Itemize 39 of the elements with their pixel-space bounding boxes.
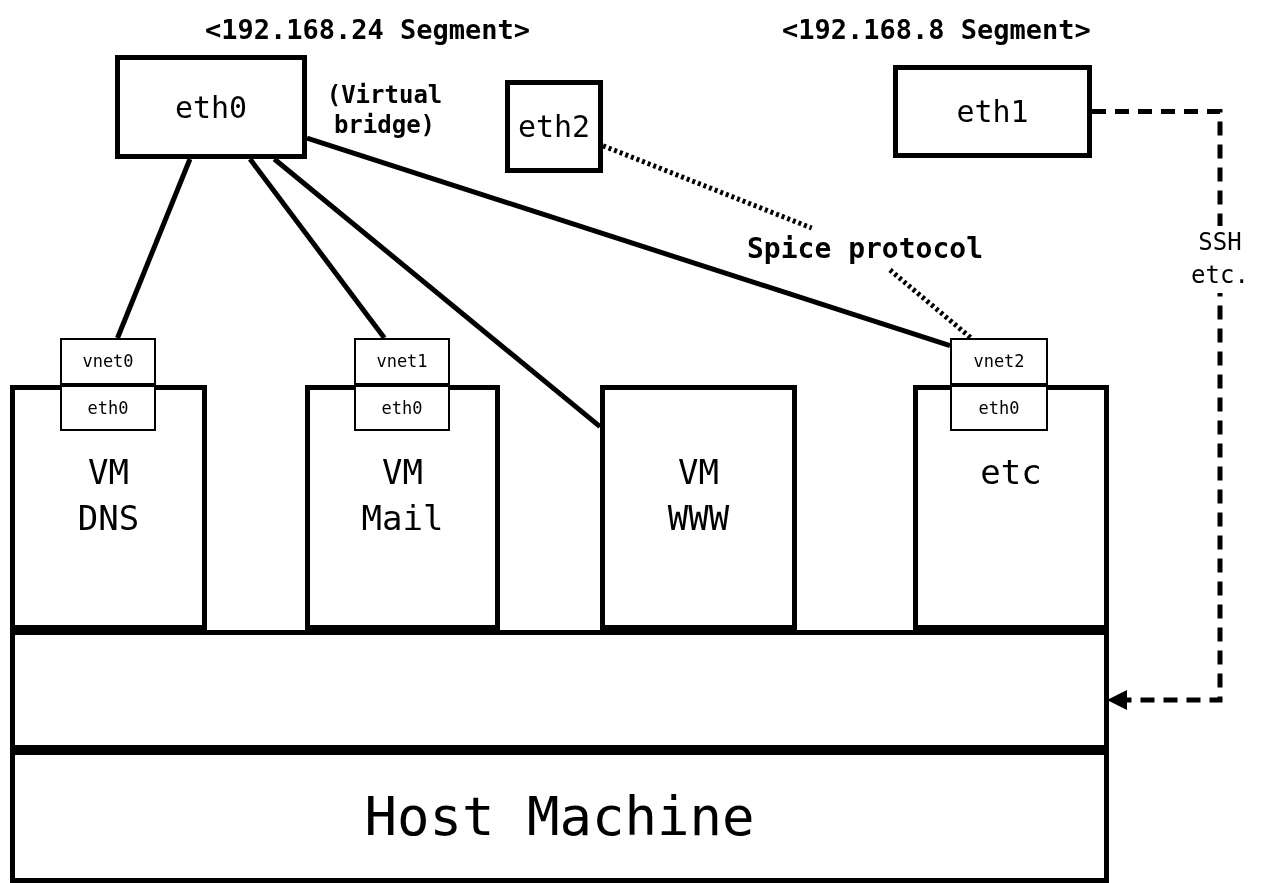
iface-box [115, 55, 307, 159]
node-label: eth0 [87, 398, 129, 418]
node-label: eth0 [381, 398, 423, 418]
host-layer [10, 750, 1109, 883]
nic-box [354, 385, 450, 431]
vnet-box [60, 338, 156, 385]
protocol-label: Spice protocol [747, 233, 983, 265]
connector-line [306, 135, 951, 349]
iface-box [505, 80, 603, 173]
node-label: vnet0 [82, 352, 134, 371]
arrow [1092, 109, 1223, 710]
node-label: Host Machine [364, 786, 755, 847]
segment-label: <192.168.8 Segment> [782, 14, 1091, 45]
node-label: vnet2 [973, 352, 1025, 371]
vnet-box [354, 338, 450, 385]
connector-line [888, 268, 973, 340]
node-label: eth0 [978, 398, 1020, 418]
node-label: eth0 [174, 90, 248, 124]
vm-box [600, 385, 797, 630]
segment-label: <192.168.24 Segment> [205, 14, 531, 45]
connector-line [248, 157, 387, 340]
node-label: eth2 [517, 110, 591, 143]
vm-box [913, 385, 1109, 630]
node-label: etc [979, 451, 1043, 494]
node-label: eth1 [956, 95, 1029, 128]
node-label: VM Mail [360, 451, 445, 540]
vm-box [10, 385, 207, 630]
connector-line [602, 143, 813, 231]
nic-box [950, 385, 1048, 431]
vm-box [305, 385, 500, 630]
iface-box [893, 65, 1092, 158]
node-label: vnet1 [376, 352, 428, 371]
node-label: VM WWW [666, 451, 731, 540]
vnet-box [950, 338, 1048, 385]
connector-line [115, 158, 193, 339]
node-label: VM DNS [76, 451, 141, 540]
nic-box [60, 385, 156, 431]
node-caption: (Virtual bridge) [325, 80, 444, 140]
connector-line [272, 157, 602, 429]
